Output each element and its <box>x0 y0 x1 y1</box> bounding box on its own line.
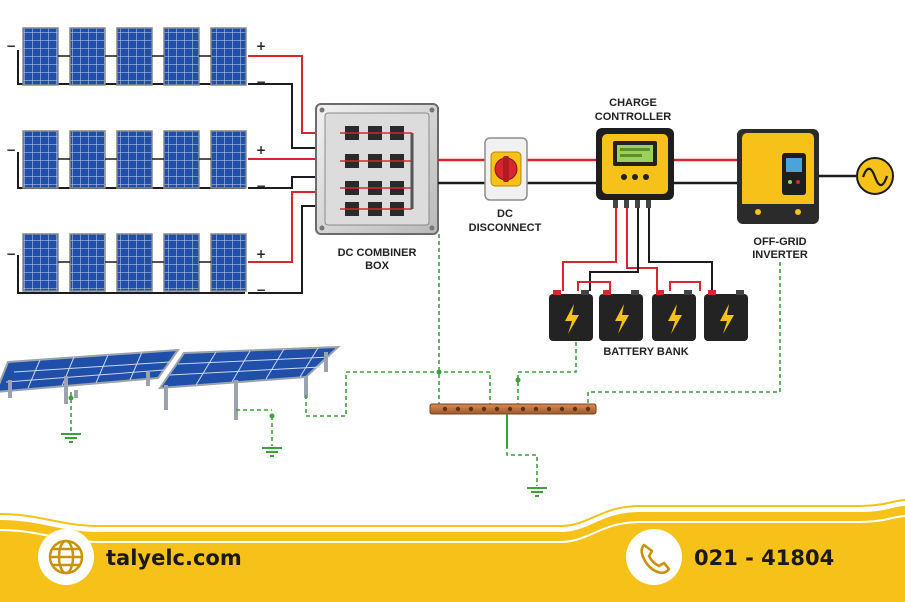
solar-panel <box>210 27 247 86</box>
website-text: talyelc.com <box>106 546 242 570</box>
battery-bank <box>549 290 748 341</box>
minus-sign: − <box>6 143 16 157</box>
minus-sign: − <box>6 39 16 53</box>
battery <box>599 290 643 341</box>
footer-band <box>0 499 905 602</box>
battery <box>549 290 593 341</box>
globe-icon <box>48 539 84 575</box>
solar-panel <box>163 27 200 86</box>
solar-panel <box>22 130 59 189</box>
solar-panel <box>116 233 153 292</box>
solar-panel <box>22 27 59 86</box>
solar-panel <box>69 233 106 292</box>
plus-sign: + <box>256 143 266 157</box>
website-link[interactable]: talyelc.com <box>38 529 242 585</box>
minus-sign: − <box>256 283 266 297</box>
phone-text: 021 - 41804 <box>694 546 834 570</box>
solar-panel <box>116 130 153 189</box>
disconnect-label: DC <box>497 208 513 220</box>
battery <box>704 290 748 341</box>
phone-link[interactable]: 021 - 41804 <box>626 529 834 585</box>
plus-sign: + <box>256 39 266 53</box>
minus-sign: − <box>256 75 266 89</box>
ground-symbol <box>61 433 547 497</box>
minus-sign: − <box>6 247 16 261</box>
solar-panel <box>69 27 106 86</box>
solar-panel <box>163 130 200 189</box>
pv-string-2 <box>17 130 247 189</box>
disconnect-label: DISCONNECT <box>469 222 542 234</box>
charge-controller <box>596 128 674 208</box>
pv-string-1 <box>17 27 247 86</box>
inverter-label: OFF-GRID <box>753 236 806 248</box>
solar-panel <box>22 233 59 292</box>
solar-panel <box>116 27 153 86</box>
minus-sign: − <box>256 179 266 193</box>
ground-bus-bar <box>429 403 597 448</box>
battery-bank-label: BATTERY BANK <box>603 346 688 358</box>
ac-output-icon <box>856 157 894 195</box>
ground-mount-array <box>0 345 341 420</box>
solar-panel <box>69 130 106 189</box>
dc-disconnect-switch <box>484 137 528 201</box>
pv-string-3 <box>17 233 247 294</box>
battery-wiring <box>562 208 713 291</box>
dc-combiner-box <box>315 103 439 235</box>
controller-label: CONTROLLER <box>595 111 671 123</box>
grounding-wiring <box>70 234 781 486</box>
battery <box>652 290 696 341</box>
solar-panel <box>210 130 247 189</box>
combiner-label: DC COMBINER <box>338 247 417 259</box>
combiner-label: BOX <box>365 260 390 272</box>
solar-panel <box>210 233 247 292</box>
phone-icon <box>640 543 671 575</box>
inverter-label: INVERTER <box>752 249 808 261</box>
off-grid-inverter <box>737 129 819 224</box>
controller-label: CHARGE <box>609 97 657 109</box>
solar-panel <box>163 233 200 292</box>
plus-sign: + <box>256 247 266 261</box>
